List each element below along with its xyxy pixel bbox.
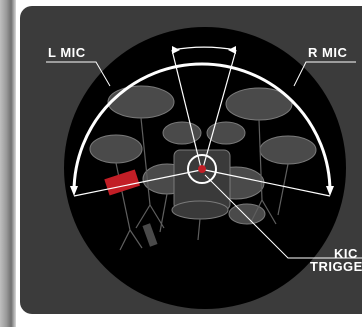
left-mic-label: L MIC xyxy=(48,46,86,60)
cymbal-left-top xyxy=(108,86,174,118)
right-mic-label: R MIC xyxy=(308,46,347,60)
ride-cymbal xyxy=(260,136,316,164)
tom-left xyxy=(163,122,201,144)
kick-target-dot xyxy=(198,165,206,173)
hihat-cymbal xyxy=(90,135,142,163)
floor-tom-base xyxy=(229,204,265,224)
kick-drum-base xyxy=(172,201,228,219)
kick-trigger-label-line2: TRIGGE xyxy=(310,260,362,274)
